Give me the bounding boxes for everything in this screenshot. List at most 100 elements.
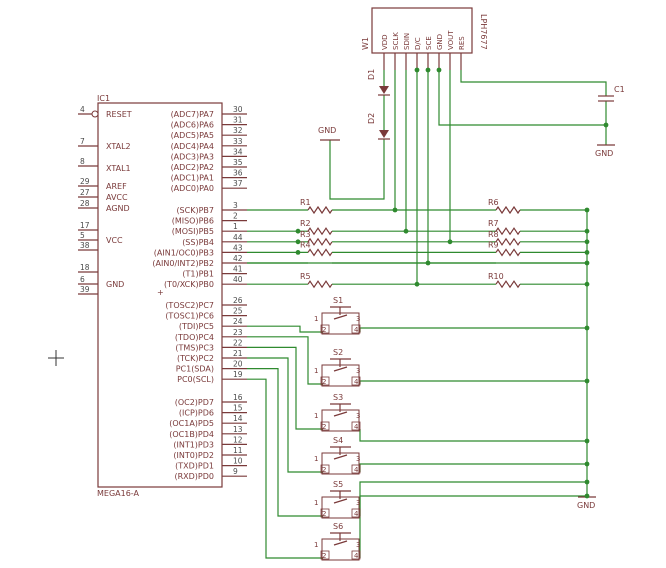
mcu-right-pin-name: (TDO)PC4 bbox=[175, 333, 214, 342]
switch-pin-label: 3 bbox=[356, 315, 360, 323]
gnd-label-bus: GND bbox=[577, 501, 595, 510]
diode-d2 bbox=[379, 130, 389, 138]
junction-dot bbox=[584, 438, 590, 444]
mcu-right-pin-number: 1 bbox=[233, 222, 238, 231]
switch-input-wire bbox=[247, 378, 323, 559]
mcu-right-pin-name: (TDI)PC5 bbox=[179, 322, 214, 331]
mcu-right-pin-name: (MOSI)PB5 bbox=[172, 227, 214, 236]
resistor-r4-label: R4 bbox=[300, 240, 311, 249]
mcu-left-pin-name: VCC bbox=[106, 236, 123, 245]
switch-pin-box bbox=[351, 508, 361, 518]
switch-pin-box bbox=[320, 421, 330, 431]
switch-pin-box bbox=[320, 324, 330, 334]
switch-contact bbox=[333, 411, 348, 417]
wires bbox=[247, 70, 607, 559]
reset-inversion-circle bbox=[91, 110, 99, 118]
mcu-right-pin-name: (TCK)PC2 bbox=[177, 354, 214, 363]
switch-pin-label: 4 bbox=[354, 326, 359, 334]
switch-pin-label: 2 bbox=[322, 378, 326, 386]
junction-dot bbox=[584, 250, 590, 255]
switch-input-wire bbox=[247, 325, 323, 333]
switch-pin-label: 1 bbox=[314, 412, 318, 420]
switch-pin-label: 4 bbox=[354, 378, 359, 386]
mcu-right-pin-number: 25 bbox=[233, 307, 243, 316]
switch-pin-label: 4 bbox=[354, 466, 359, 474]
switch-pin-box bbox=[351, 324, 361, 334]
resistor-r2-label: R2 bbox=[300, 219, 311, 228]
mcu-right-pin-name: (TOSC1)PC6 bbox=[165, 312, 214, 321]
switch-pin-label: 3 bbox=[356, 412, 360, 420]
mcu-right-pin-number: 21 bbox=[233, 349, 243, 358]
mcu-right-pin-number: 33 bbox=[233, 137, 243, 146]
mcu-right-pin-number: 11 bbox=[233, 446, 243, 455]
mcu-right-pin-number: 3 bbox=[233, 201, 238, 210]
mcu-right-pin-number: 24 bbox=[233, 317, 243, 326]
switch-gnd-wire bbox=[359, 481, 587, 516]
resistor-r10 bbox=[495, 280, 521, 289]
junction-dot bbox=[447, 239, 453, 245]
mcu-left-pin-number: 38 bbox=[80, 241, 90, 250]
mcu-right-pin-number: 42 bbox=[233, 254, 243, 263]
resistor-r6 bbox=[495, 205, 521, 215]
mcu-right-pin-number: 41 bbox=[233, 265, 243, 274]
switch-gnd-wire bbox=[359, 463, 587, 472]
switch-pin-label: 3 bbox=[356, 499, 360, 507]
resistor-r1-label: R1 bbox=[300, 198, 311, 207]
switch-input-wire bbox=[247, 336, 323, 385]
resistor-r3 bbox=[307, 237, 333, 246]
switch-pin-label: 2 bbox=[322, 466, 326, 474]
mcu-right-pin-number: 22 bbox=[233, 338, 243, 347]
switch-pin-box bbox=[351, 421, 361, 431]
mcu-right-pin-number: 10 bbox=[233, 457, 243, 466]
mcu-left-pin-number: 5 bbox=[80, 231, 85, 240]
mcu-right-pin-name: (ADC3)PA3 bbox=[171, 152, 214, 161]
mcu-right-pin-number: 26 bbox=[233, 296, 243, 305]
mcu-right-pin-name: (ADC0)PA0 bbox=[171, 184, 214, 193]
diode-d1-label: D1 bbox=[367, 69, 376, 80]
mcu-part: MEGA16-A bbox=[97, 489, 140, 498]
mcu-right-pin-name: (SS)PB4 bbox=[182, 238, 214, 247]
mcu-left-pin-name: RESET bbox=[106, 110, 132, 119]
switch-pin-label: 2 bbox=[322, 510, 326, 518]
lcd-body bbox=[371, 7, 473, 54]
mcu-right-pin-name: (TXD)PD1 bbox=[175, 462, 214, 471]
switch-contact bbox=[333, 366, 348, 372]
lcd-pin-label: VDD bbox=[381, 34, 389, 50]
mcu-right-pin-number: 14 bbox=[233, 414, 243, 423]
switch-gnd-wire bbox=[359, 380, 587, 384]
mcu-left-pin-name: XTAL2 bbox=[106, 142, 131, 151]
junction-dot bbox=[403, 228, 409, 234]
mcu-right-pin-number: 15 bbox=[233, 404, 243, 413]
switch-gnd-wire bbox=[359, 327, 587, 332]
mcu-right-pin-name: PC0(SCL) bbox=[177, 375, 214, 384]
diode-d2-label: D2 bbox=[367, 113, 376, 124]
switch-pin-label: 4 bbox=[354, 552, 359, 560]
switch-pin-label: 1 bbox=[314, 499, 318, 507]
plus-mark: + bbox=[157, 288, 164, 297]
mcu-right-pin-number: 23 bbox=[233, 328, 243, 337]
switch-pin-box bbox=[351, 464, 361, 474]
mcu-left-pin-name: AGND bbox=[106, 204, 130, 213]
junction-dot bbox=[295, 250, 301, 255]
lcd-part: LPH7677 bbox=[479, 14, 488, 50]
mcu-right-pin-number: 40 bbox=[233, 275, 243, 284]
mcu-right-pin-name: (RXD)PD0 bbox=[174, 472, 214, 481]
mcu-right-pin-number: 13 bbox=[233, 425, 243, 434]
mcu-right-pin-name: (ADC5)PA5 bbox=[171, 131, 214, 140]
junction-dot bbox=[584, 207, 590, 213]
lcd-pin-label: VOUT bbox=[447, 30, 455, 50]
mcu-right-pin-name: (AIN0/INT2)PB2 bbox=[152, 259, 214, 268]
mcu-left-pin-number: 8 bbox=[80, 157, 85, 166]
switch-pin-label: 1 bbox=[314, 541, 318, 549]
switch-s3-label: S3 bbox=[333, 393, 343, 402]
switch-pin-box bbox=[320, 508, 330, 518]
switch-pin-box bbox=[320, 464, 330, 474]
cap-label: C1 bbox=[614, 85, 625, 94]
junctions bbox=[295, 67, 609, 499]
mcu-left-pin-number: 17 bbox=[80, 221, 90, 230]
mcu-right-pin-name: (MISO)PB6 bbox=[172, 217, 214, 226]
mcu-left-pin-name: AVCC bbox=[106, 193, 128, 202]
lcd-pin-label: SCE bbox=[425, 36, 433, 50]
switch-contact bbox=[333, 454, 348, 460]
